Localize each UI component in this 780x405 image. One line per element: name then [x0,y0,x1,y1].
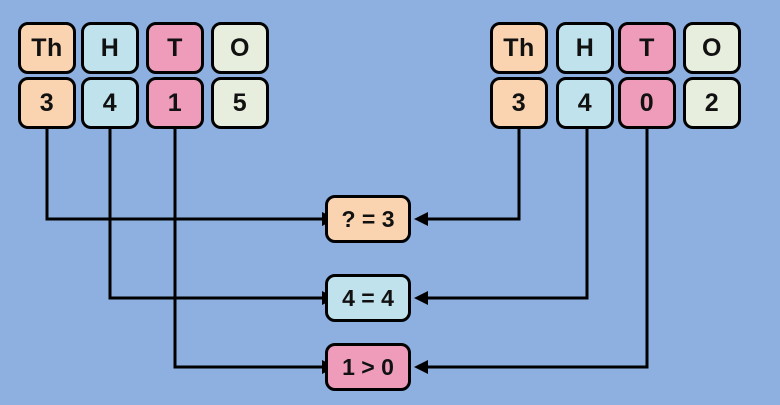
right-digit-ones: 2 [683,77,741,129]
comparison-box-thousands: ? = 3 [325,195,411,243]
right-tens-connector [428,127,649,369]
left-header-tens: T [146,22,204,74]
right-header-tens: T [618,22,676,74]
comparison-box-tens: 1 > 0 [325,343,411,391]
right-hundreds-arrowhead [414,291,428,305]
left-header-thousands: Th [18,22,76,74]
left-hundreds-connector [108,127,322,300]
right-header-hundreds: H [556,22,614,74]
right-header-thousands: Th [490,22,548,74]
left-thousands-connector [45,127,322,221]
right-digit-tens: 0 [618,77,676,129]
right-digit-thousands: 3 [490,77,548,129]
comparison-box-hundreds: 4 = 4 [325,274,411,322]
right-tens-arrowhead [414,360,428,374]
left-header-hundreds: H [81,22,139,74]
left-digit-hundreds: 4 [81,77,139,129]
left-digit-tens: 1 [146,77,204,129]
left-tens-connector [173,127,322,369]
left-header-ones: O [211,22,269,74]
right-header-ones: O [683,22,741,74]
right-thousands-arrowhead [414,212,428,226]
right-thousands-connector [428,127,521,221]
left-digit-ones: 5 [211,77,269,129]
right-hundreds-connector [428,127,589,300]
left-digit-thousands: 3 [18,77,76,129]
right-digit-hundreds: 4 [556,77,614,129]
